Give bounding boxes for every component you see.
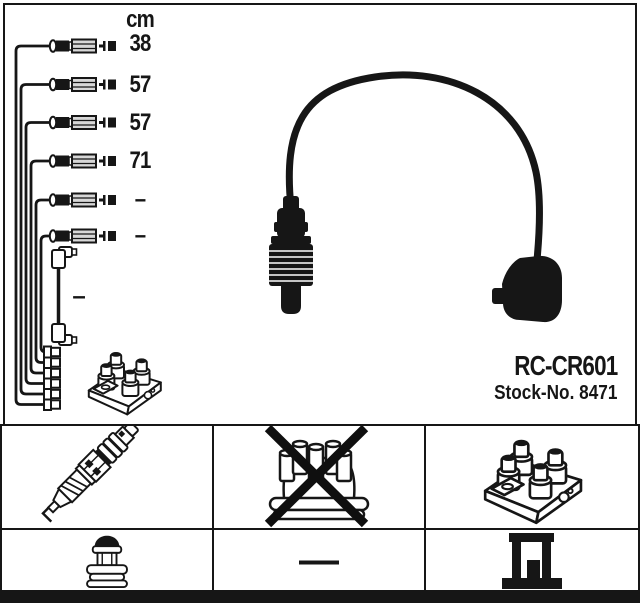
jumper-cable: [51, 246, 78, 346]
angle-boot: [492, 255, 562, 323]
crossed-out-x-icon: [264, 426, 369, 528]
stock-number: Stock-No. 8471: [493, 382, 617, 404]
cable-curve: [285, 71, 543, 264]
grid-cell-spark-plug: [2, 426, 214, 530]
main-cable-drawing: [269, 71, 562, 323]
ignition-coil-icon: [89, 352, 161, 414]
part-identification: RC-CR601 Stock-No. 8471: [474, 350, 618, 405]
diagram-frame: [3, 3, 637, 424]
part-number: RC-CR601: [513, 350, 618, 381]
cable-length-label-2: 57: [129, 71, 151, 98]
grid-cell-terminal-bracket: [426, 530, 638, 590]
terminal-bracket-icon: [502, 532, 562, 589]
cable-length-label-1: 38: [129, 30, 151, 57]
cable-row-1: [14, 38, 118, 411]
cable-length-label-4: 71: [129, 147, 151, 174]
spark-plug-icon: [41, 426, 139, 523]
ignition-coil-grid-icon: [473, 427, 591, 527]
cable-length-label-3: 57: [129, 109, 151, 136]
distributor-cap-icon: [264, 426, 370, 528]
dash-label: —: [299, 538, 339, 582]
cable-length-label-6: –: [134, 222, 146, 249]
cable-row-2: [19, 76, 118, 401]
grid-cell-dash: —: [214, 530, 426, 590]
threaded-connector: [269, 196, 313, 314]
grid-cell-ignition-coil: [426, 426, 638, 530]
cable-length-label-5: –: [134, 186, 146, 213]
coil-connector-icon: [86, 535, 128, 589]
bottom-bar: [0, 592, 640, 603]
cable-set-diagram: [14, 38, 562, 425]
cable-row-5: [34, 192, 118, 369]
jumper-length-label: –: [72, 283, 86, 310]
compatibility-grid: —: [0, 424, 640, 592]
grid-cell-coil-connector: [2, 530, 214, 590]
cable-row-6: [39, 228, 118, 359]
cable-row-4: [29, 153, 118, 380]
unit-label: cm: [126, 6, 155, 33]
cable-row-3: [24, 114, 118, 390]
grid-cell-distributor-cap: [214, 426, 426, 530]
